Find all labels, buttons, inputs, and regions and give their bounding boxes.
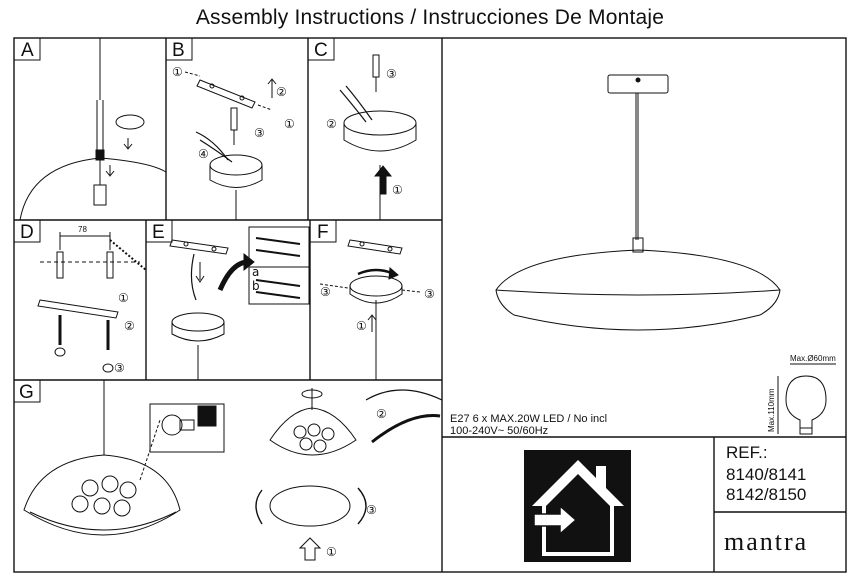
substep-a: a	[252, 265, 259, 279]
bulb-spec-drawing: Max.Ø60mm Max.110mm	[767, 354, 836, 435]
step-marker: ③	[424, 287, 435, 301]
step-marker: ①	[118, 291, 129, 305]
ref-label: REF.:	[726, 443, 768, 462]
step-marker: ③	[254, 126, 265, 140]
step-marker: ②	[326, 117, 337, 131]
panel-a-illustration	[19, 38, 167, 221]
step-marker: ③	[386, 67, 397, 81]
step-marker: ②	[124, 319, 135, 333]
step-marker: ③	[320, 285, 331, 299]
step-marker: ③	[366, 503, 377, 517]
step-marker: ②	[276, 85, 287, 99]
panel-e-illustration: a b	[169, 226, 310, 380]
step-marker: ①	[284, 117, 295, 131]
ref-line-2: 8142/8150	[726, 485, 806, 504]
panel-f-illustration: ③ ③ ①	[319, 239, 435, 380]
panel-label-d: D	[20, 222, 34, 243]
indoor-use-house-icon	[524, 450, 631, 562]
bulb-height: Max.110mm	[767, 388, 776, 432]
panel-label-f: F	[317, 222, 329, 243]
page-title: Assembly Instructions / Instrucciones De…	[195, 6, 665, 29]
spec-line-1: E27 6 x MAX.20W LED / No incl	[450, 413, 607, 425]
step-marker: ④	[198, 147, 209, 161]
step-marker: ①	[356, 319, 367, 333]
ref-line-1: 8140/8141	[726, 465, 806, 484]
dimension-label: 78	[78, 225, 87, 234]
step-marker: ①	[172, 65, 183, 79]
panel-label-c: C	[314, 40, 328, 61]
step-marker: ③	[114, 361, 125, 375]
step-marker: ①	[326, 545, 337, 559]
panel-label-a: A	[21, 40, 34, 61]
panel-label-b: B	[172, 40, 185, 61]
panel-b-illustration: ① ② ③ ① ④	[172, 65, 295, 220]
panel-label-g: G	[19, 382, 34, 403]
panel-d-illustration: 78 ① ② ③	[37, 225, 147, 375]
panel-c-illustration: ③ ② ①	[326, 54, 417, 220]
panel-grid	[13, 37, 847, 573]
step-marker: ①	[392, 183, 403, 197]
panel-g-illustration: ② ③ ①	[23, 380, 443, 561]
panel-labels: A B C D E F G	[13, 37, 337, 403]
substep-b: b	[252, 279, 260, 293]
bulb-cluster	[71, 475, 137, 517]
bulb-diameter: Max.Ø60mm	[790, 354, 836, 363]
step-marker: ②	[376, 407, 387, 421]
bulb-cluster	[293, 423, 335, 453]
spec-line-2: 100-240V~ 50/60Hz	[450, 425, 548, 437]
product-drawing	[495, 74, 781, 331]
brand-logo: mantra	[724, 527, 808, 556]
panel-label-e: E	[152, 222, 165, 243]
